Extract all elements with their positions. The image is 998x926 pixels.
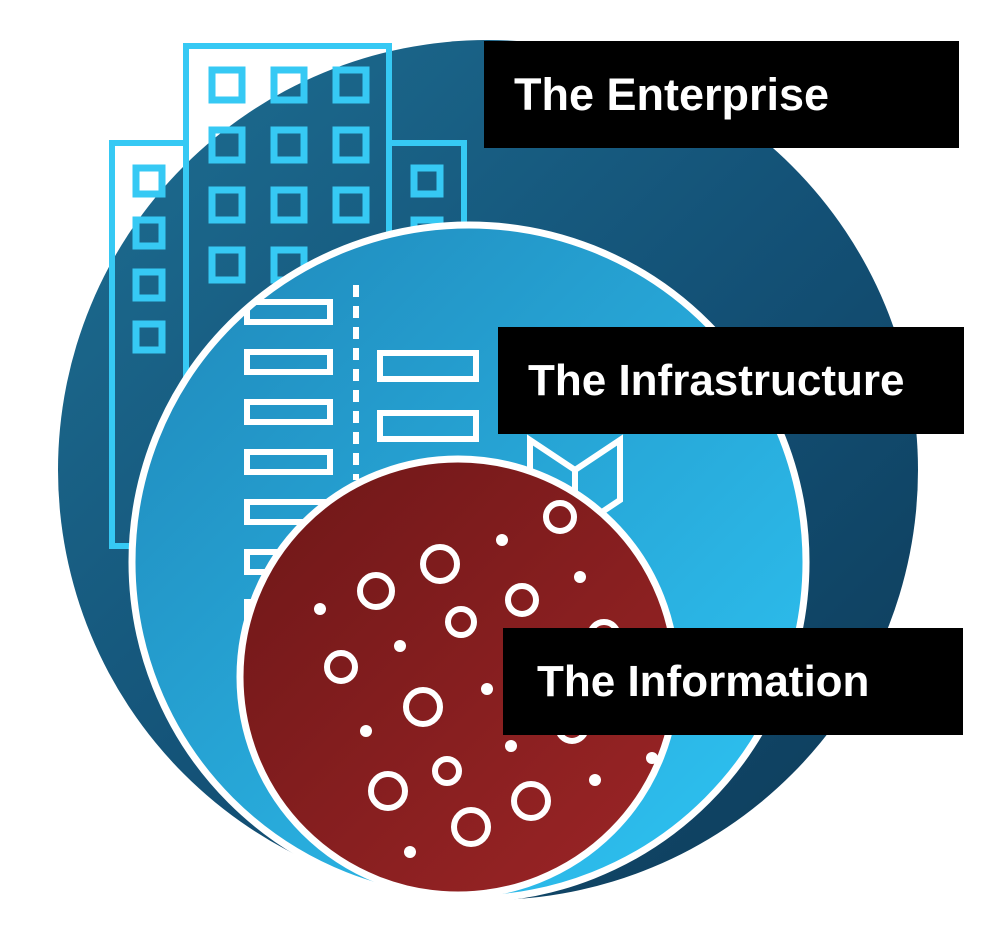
infrastructure-label: The Infrastructure	[498, 327, 964, 434]
information-label-text: The Information	[537, 656, 870, 706]
enterprise-label-text: The Enterprise	[514, 68, 830, 120]
information-label: The Information	[503, 628, 963, 735]
enterprise-label: The Enterprise	[484, 41, 959, 148]
infrastructure-label-text: The Infrastructure	[528, 355, 905, 405]
